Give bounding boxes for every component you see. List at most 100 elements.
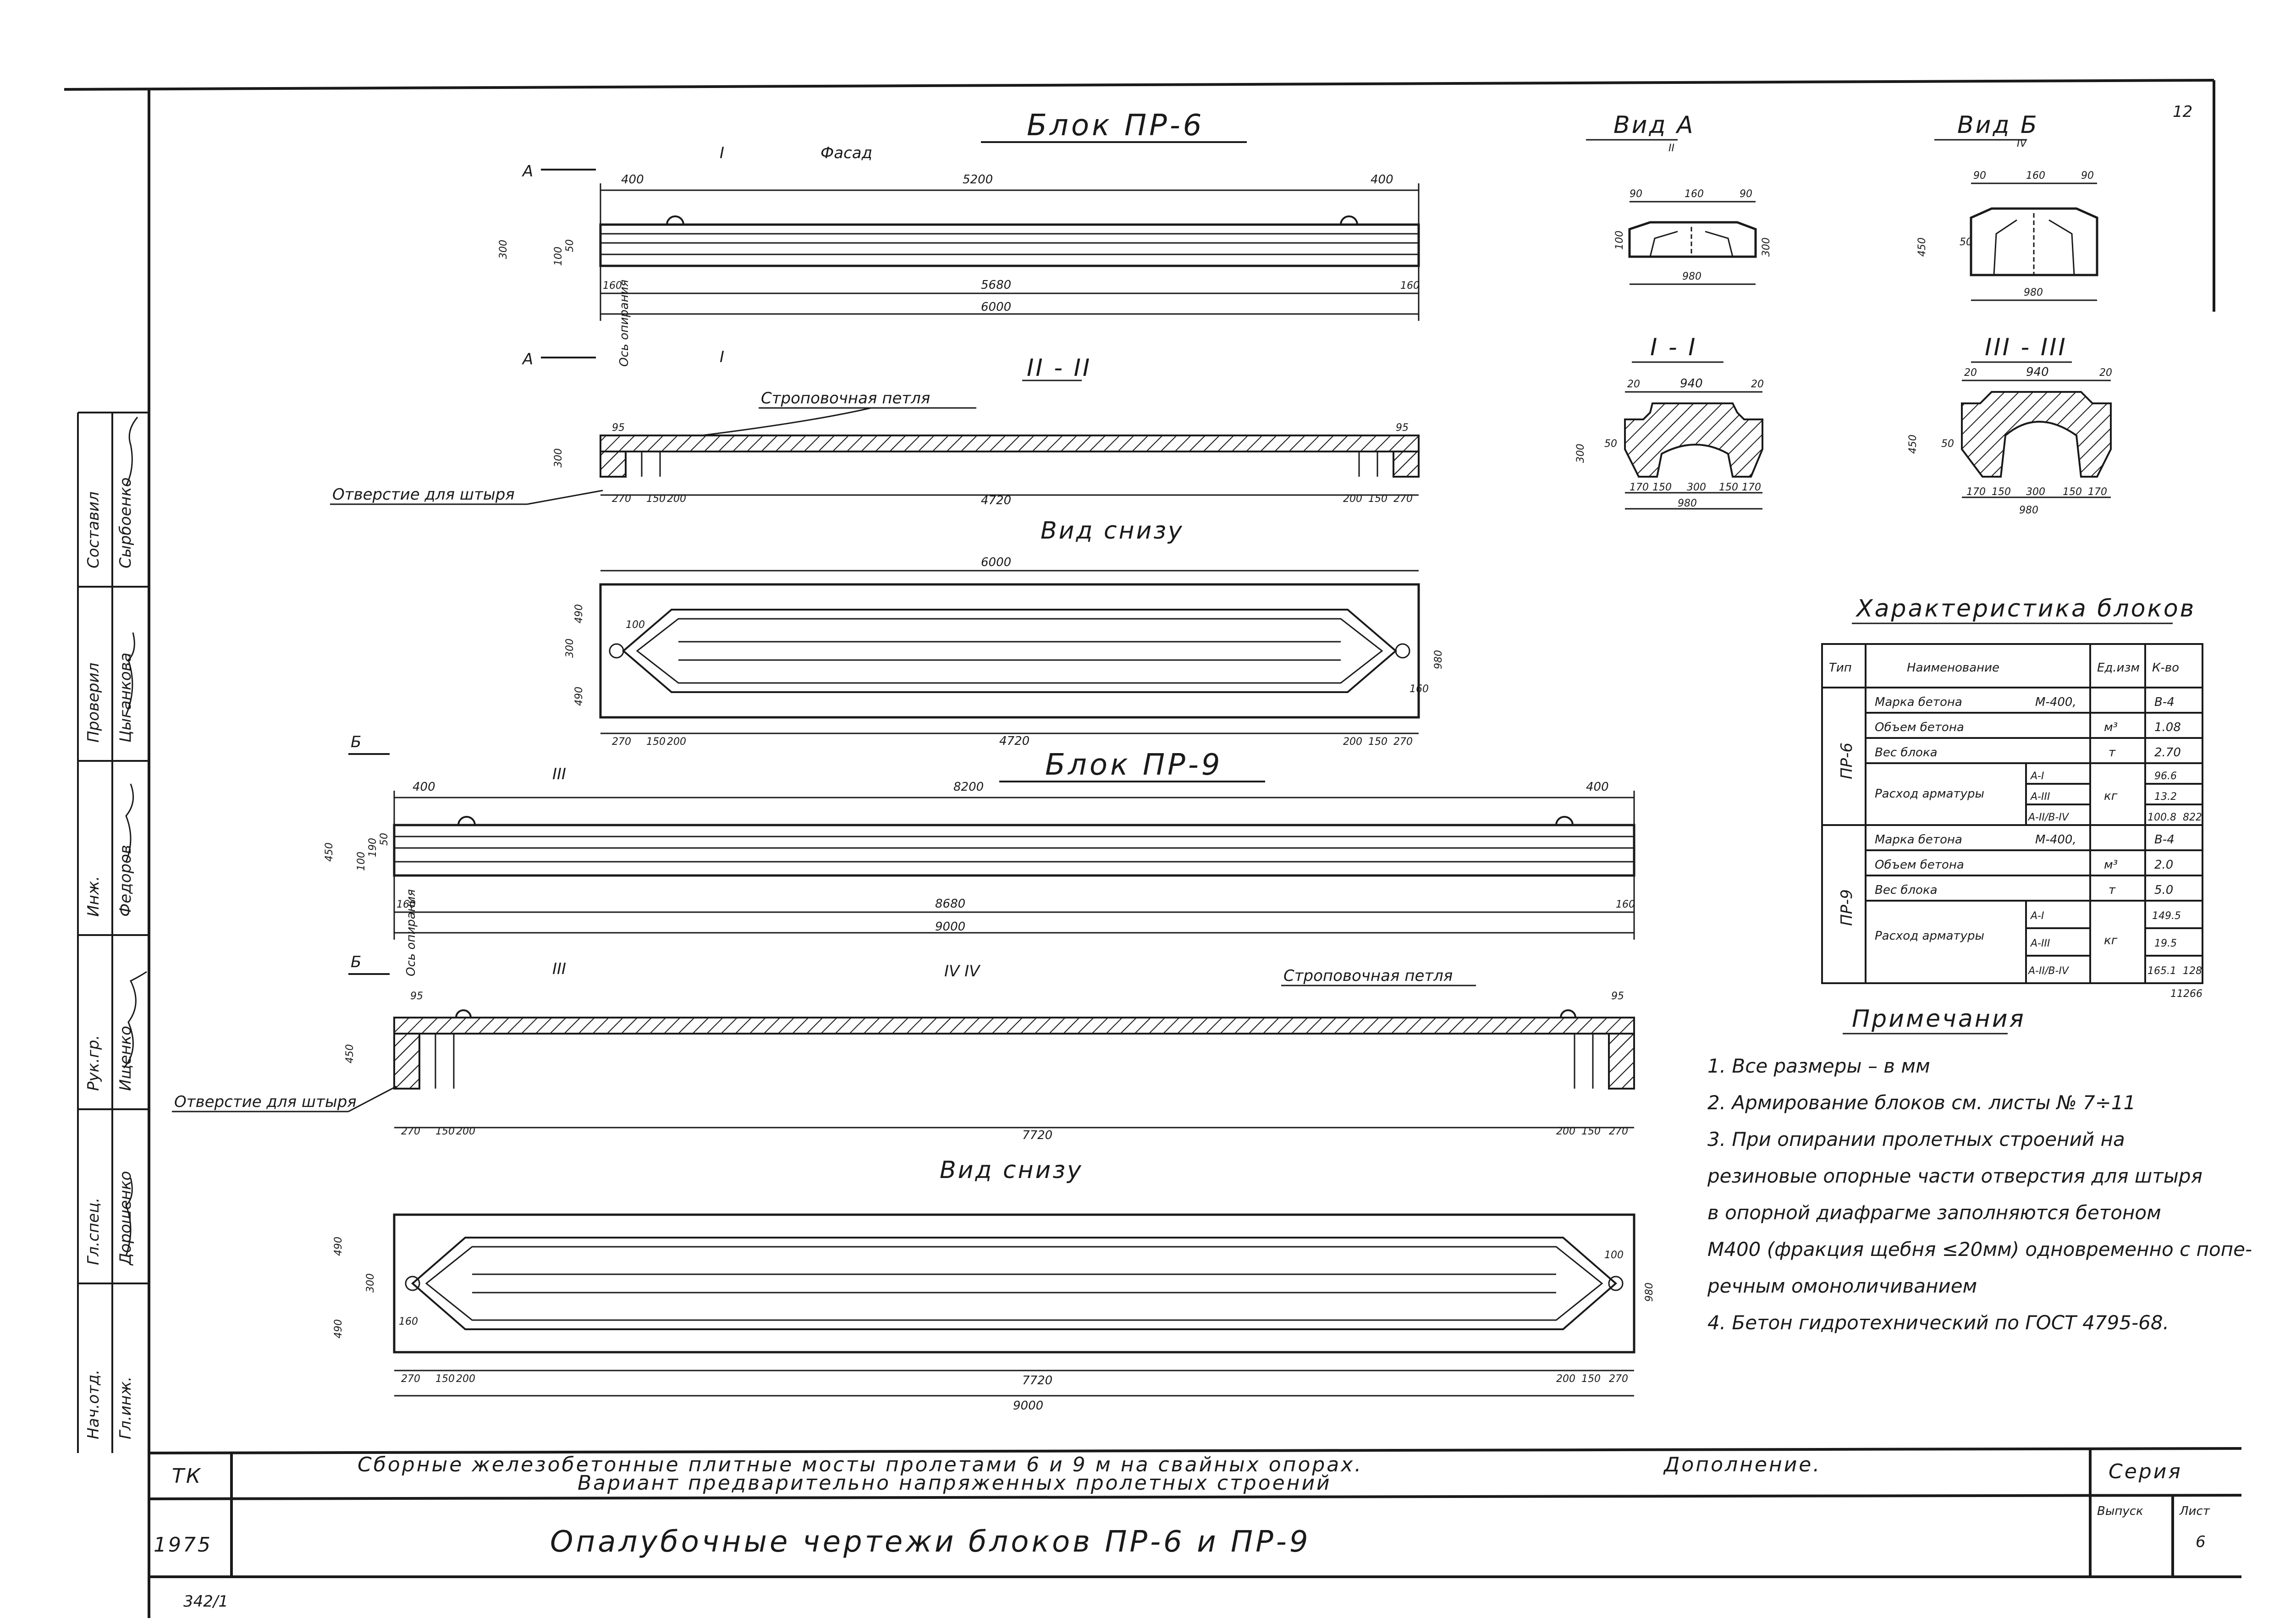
view-a-dim-980: 980 <box>1682 271 1701 282</box>
margin-role-2: Проверил <box>84 663 103 743</box>
pr6-facade-dimlines <box>600 183 1420 321</box>
note-3c: в опорной диафрагме заполняются бетоном <box>1707 1201 2161 1224</box>
pr9-bv-300: 300 <box>365 1273 376 1293</box>
sec-i-dim-170-left: 170 <box>1630 482 1649 493</box>
view-a-dim-90-left: 90 <box>1630 188 1642 200</box>
pr9-axis-label: Ось опирания <box>404 889 418 976</box>
pr6-rebar-value-1: 96.6 <box>2154 771 2177 782</box>
pr9-row-concrete-volume: Объем бетона <box>1875 858 1964 872</box>
notes: Примечания 1. Все размеры – в мм 2. Арми… <box>1707 1005 2252 1334</box>
margin-role-6: Нач.отд. <box>84 1370 103 1439</box>
pr6-row-reinforcement: Расход арматуры <box>1875 787 1984 801</box>
pr6-bv-490-top: 490 <box>573 604 585 623</box>
characteristics-table: Характеристика блоков Тип <box>1821 595 2203 1000</box>
pr6-bv-200-left: 200 <box>667 736 686 748</box>
pr9-row-concrete-grade: Марка бетона <box>1875 833 1962 847</box>
sec-iii-dim-150-left: 150 <box>1992 486 2011 498</box>
tb-addendum: Дополнение. <box>1663 1453 1821 1476</box>
characteristics-title: Характеристика блоков <box>1855 595 2196 622</box>
table-header-unit: Ед.изм <box>2097 661 2140 675</box>
pr6-sec-95-right: 95 <box>1396 422 1409 434</box>
pr6-row-concrete-grade-unit: М-400, <box>2035 695 2076 709</box>
pr6-bv-980: 980 <box>1433 650 1444 669</box>
view-a-dim-90-right: 90 <box>1740 188 1752 200</box>
margin-name-6: Гл.инж. <box>116 1376 135 1439</box>
pr6-h-50: 50 <box>564 239 576 252</box>
pr6-rebar-value-3: 100.8 <box>2147 812 2176 823</box>
pr6-dim-6000: 6000 <box>981 300 1011 314</box>
sec-iii-dim-50: 50 <box>1941 438 1954 450</box>
pr9-row-concrete-volume-unit: м³ <box>2104 858 2118 872</box>
pr9-rebar-value-2: 19.5 <box>2154 938 2177 949</box>
pr9-title: Блок ПР-9 <box>1045 748 1223 782</box>
margin-name-3: Федоров <box>116 845 135 917</box>
pr9-sec-95-left: 95 <box>410 991 423 1002</box>
pr6-row-weight: Вес блока <box>1875 746 1938 760</box>
signature-3 <box>125 783 134 862</box>
pr6-dim-400-right: 400 <box>1371 173 1393 187</box>
pr6-lifting-loop: Строповочная петля <box>761 389 930 407</box>
pr6-bv-270-left: 270 <box>612 736 631 748</box>
pr6-bv-4720: 4720 <box>999 734 1030 748</box>
sec-i-dim-20-left: 20 <box>1627 379 1640 390</box>
pr9-row-concrete-grade-value: В-4 <box>2154 833 2175 847</box>
tb-issue-label: Выпуск <box>2097 1504 2143 1518</box>
title-block: ТК 1975 Сборные железобетонные плитные м… <box>154 1453 2210 1611</box>
tb-line3: Опалубочные чертежи блоков ПР-6 и ПР-9 <box>550 1525 1311 1559</box>
pr6-row-concrete-volume-unit: м³ <box>2104 721 2118 734</box>
tb-line1: Сборные железобетонные плитные мосты про… <box>358 1453 1363 1476</box>
pr9-dim-400-left: 400 <box>413 780 435 794</box>
pr9-rebar-extra-3: 128 <box>2183 965 2202 977</box>
margin-role-1: Составил <box>84 491 103 568</box>
pr9-row-reinforcement: Расход арматуры <box>1875 929 1984 943</box>
sheet-number: 12 <box>2173 103 2192 121</box>
view-a-mark: II <box>1668 143 1674 154</box>
pr6-mark-i-top: I <box>720 144 724 162</box>
pr9-bv-200-right: 200 <box>1556 1373 1575 1385</box>
block-pr6: Блок ПР-6 Фасад А А I I 400 5200 400 160… <box>330 109 1444 748</box>
pr6-h-300: 300 <box>498 240 509 259</box>
pr9-dim-400-right: 400 <box>1586 780 1609 794</box>
view-a-title: Вид А <box>1613 111 1695 139</box>
pr9-bv-7720: 7720 <box>1022 1374 1052 1387</box>
pr9-row-concrete-grade-unit: М-400, <box>2035 833 2076 847</box>
signature-2 <box>125 632 135 716</box>
view-a-dim-300: 300 <box>1761 237 1772 257</box>
note-2: 2. Армирование блоков см. листы № 7÷11 <box>1707 1091 2136 1114</box>
pr6-dim-160-right: 160 <box>1400 280 1420 292</box>
note-3: 3. При опирании пролетных строений на <box>1707 1128 2125 1151</box>
pr6-bv-200-right: 200 <box>1343 736 1362 748</box>
pr6-bottom-view-drawing <box>599 570 1420 734</box>
pr9-row-concrete-volume-value: 2.0 <box>2154 858 2173 872</box>
pr6-row-concrete-volume: Объем бетона <box>1875 721 1964 734</box>
pr6-dim-160-left: 160 <box>603 280 622 292</box>
view-b-dim-450: 450 <box>1916 237 1928 257</box>
pr9-bv-100: 100 <box>1604 1250 1624 1261</box>
sec-i-dim-150-right: 150 <box>1719 482 1738 493</box>
pr9-sec-450: 450 <box>344 1044 356 1063</box>
pr6-bv-150-right: 150 <box>1368 736 1388 748</box>
pr9-lifting-loop: Строповочная петля <box>1283 967 1453 985</box>
margin-name-1: Сырбоенко <box>116 478 135 568</box>
pr6-row-weight-value: 2.70 <box>2154 746 2181 760</box>
pr9-rebar-class-3: А-II/В-IV <box>2027 965 2070 977</box>
sec-i-dim-980: 980 <box>1678 498 1697 509</box>
pr9-bv-490-bottom: 490 <box>333 1319 344 1338</box>
signature-1 <box>125 417 138 486</box>
pr9-hole-label: Отверстие для штыря <box>174 1093 357 1111</box>
pr6-type-cell: ПР-6 <box>1838 743 1856 779</box>
pr6-facade-drawing <box>599 215 1420 267</box>
pr6-sec-95-left: 95 <box>612 422 625 434</box>
pr9-h-100: 100 <box>356 852 367 871</box>
section-i-title: I - I <box>1650 334 1697 361</box>
pr6-axis-label: Ось опирания <box>617 280 631 367</box>
view-b-mark: IV <box>2017 138 2027 149</box>
margin-role-3: Инж. <box>84 876 103 917</box>
pr6-rebar-value-2: 13.2 <box>2154 791 2177 803</box>
pr9-bv-9000: 9000 <box>1013 1399 1043 1413</box>
tb-stamp: 342/1 <box>183 1592 228 1611</box>
pr6-dim-5680: 5680 <box>981 278 1011 292</box>
pr9-section-drawing <box>393 1009 1635 1090</box>
pr6-rebar-class-3: А-II/В-IV <box>2027 812 2070 823</box>
view-b-dim-980: 980 <box>2024 287 2043 298</box>
